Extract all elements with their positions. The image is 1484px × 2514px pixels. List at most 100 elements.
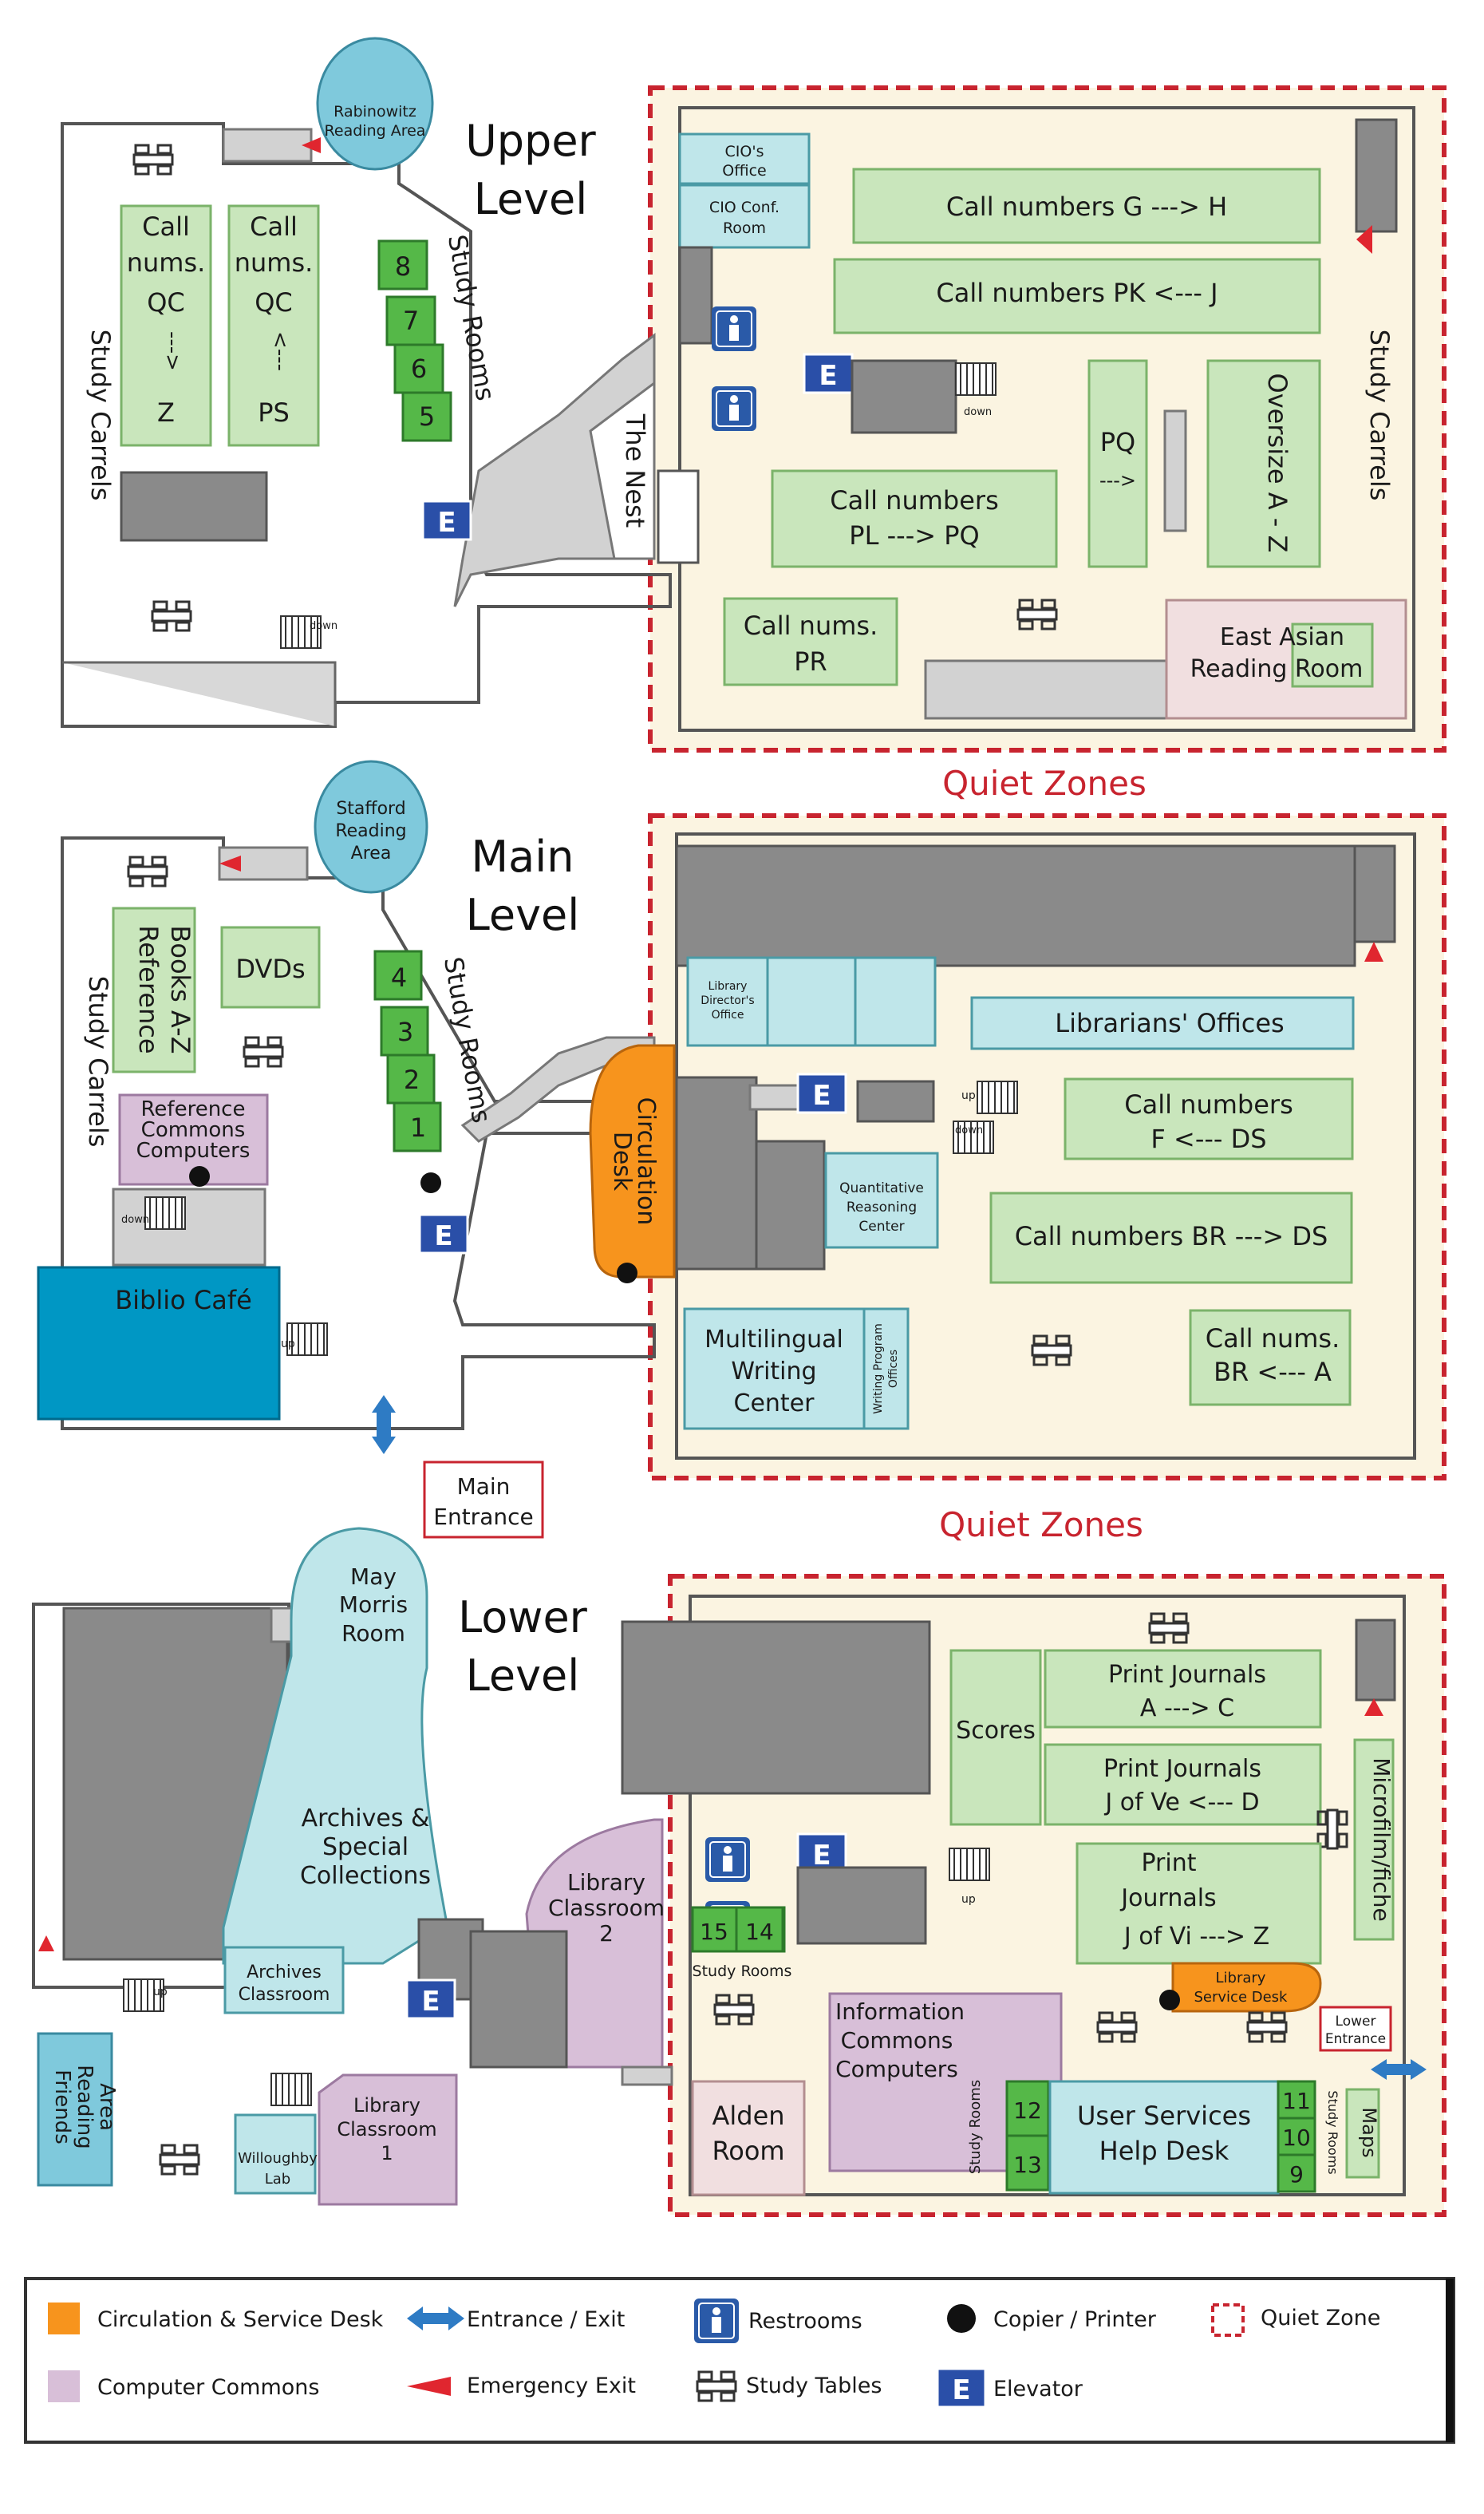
microfilm-label: Microfilm/fiche bbox=[1368, 1757, 1395, 1922]
call-pl-pq[interactable] bbox=[771, 469, 1058, 568]
study-room-14[interactable] bbox=[735, 1906, 784, 1953]
call-g-h[interactable] bbox=[852, 168, 1321, 244]
main-mid-gray-2 bbox=[755, 1140, 826, 1271]
room-11-number: 11 bbox=[1282, 2088, 1311, 2114]
lc1-2: Classroom bbox=[337, 2118, 436, 2140]
study-room-8[interactable] bbox=[377, 239, 428, 291]
pj-jd-2: J of Ve <--- D bbox=[1103, 1789, 1259, 1816]
info-commons-3: Computers bbox=[835, 2056, 958, 2082]
legend: Circulation & Service Desk Entrance / Ex… bbox=[24, 2277, 1455, 2444]
alden-room[interactable] bbox=[691, 2080, 806, 2196]
lower-connector bbox=[621, 2065, 673, 2086]
call-pk-j[interactable] bbox=[833, 258, 1321, 334]
lib-dir-3: Office bbox=[712, 1009, 744, 1022]
librarians-offices[interactable] bbox=[970, 996, 1355, 1050]
main-copier-circ-icon bbox=[617, 1263, 637, 1283]
main-down-left: down bbox=[121, 1214, 149, 1226]
study-room-9[interactable] bbox=[1277, 2153, 1316, 2193]
dvds[interactable] bbox=[220, 926, 321, 1009]
study-room-7[interactable] bbox=[385, 295, 436, 346]
call-br-ds[interactable] bbox=[989, 1192, 1353, 1284]
user-services-help-desk[interactable] bbox=[1048, 2080, 1280, 2195]
study-room-13[interactable] bbox=[1005, 2134, 1050, 2192]
call-br-a-2: BR <--- A bbox=[1214, 1357, 1332, 1387]
legend-study-tables-label: Study Tables bbox=[746, 2374, 882, 2398]
quantitative-reasoning-center[interactable] bbox=[824, 1152, 939, 1249]
east-asian-1: East Asian bbox=[1220, 623, 1344, 651]
lc2-1: Library bbox=[567, 1869, 645, 1895]
user-services-2: Help Desk bbox=[1099, 2136, 1229, 2166]
cio-conf-room[interactable] bbox=[678, 184, 811, 249]
study-room-1[interactable] bbox=[393, 1101, 442, 1152]
willoughby-2: Lab bbox=[265, 2171, 290, 2188]
study-room-12[interactable] bbox=[1005, 2080, 1050, 2137]
archives-classroom[interactable] bbox=[223, 1946, 345, 2014]
study-room-11[interactable] bbox=[1277, 2080, 1316, 2120]
upper-level-title-1: Upper bbox=[465, 116, 596, 166]
print-journals-a-c[interactable] bbox=[1044, 1649, 1322, 1729]
study-room-10[interactable] bbox=[1277, 2117, 1316, 2156]
user-services-1: User Services bbox=[1077, 2101, 1251, 2131]
study-room-3[interactable] bbox=[380, 1006, 429, 1057]
archives-3: Collections bbox=[300, 1862, 431, 1890]
legend-quiet-zone-label: Quiet Zone bbox=[1261, 2306, 1380, 2330]
rabinowitz-reading-area[interactable] bbox=[316, 37, 434, 171]
biblio-cafe[interactable] bbox=[37, 1266, 281, 1421]
library-service-desk[interactable] bbox=[1171, 1962, 1322, 2013]
legend-entrance-arrow-right bbox=[448, 2306, 464, 2330]
stafford-3: Area bbox=[351, 844, 392, 864]
biblio-cafe-label: Biblio Café bbox=[115, 1285, 252, 1315]
lower-right-wing-wall bbox=[689, 1595, 1406, 2196]
upper-level-title-2: Level bbox=[474, 174, 588, 224]
reference-books-1: Reference bbox=[133, 925, 164, 1053]
qcz-line-1: Call bbox=[142, 211, 190, 242]
upper-left-corridor bbox=[62, 661, 337, 726]
east-asian-inner bbox=[1291, 623, 1374, 688]
call-f-ds[interactable] bbox=[1064, 1077, 1354, 1160]
call-pq[interactable] bbox=[1087, 359, 1148, 568]
legend-restroom-label: Restrooms bbox=[748, 2309, 862, 2334]
arch-class-1: Archives bbox=[247, 1963, 322, 1982]
call-br-a[interactable] bbox=[1189, 1309, 1352, 1406]
archives-special-collections[interactable] bbox=[222, 1527, 448, 1965]
info-commons-2: Commons bbox=[841, 2027, 953, 2053]
circulation-desk[interactable] bbox=[589, 1044, 676, 1279]
friends-reading-area[interactable] bbox=[37, 2032, 113, 2187]
oversize[interactable] bbox=[1206, 359, 1321, 568]
rabinowitz-label-2: Reading Area bbox=[325, 122, 426, 140]
stafford-reading-area[interactable] bbox=[314, 760, 428, 894]
call-pr[interactable] bbox=[723, 597, 898, 686]
microfilm-fiche[interactable] bbox=[1353, 1738, 1395, 1941]
call-br-ds-label: Call numbers BR ---> DS bbox=[1015, 1221, 1328, 1251]
qcps-line-5: PS bbox=[258, 397, 290, 428]
upper-right-stair-top bbox=[1355, 118, 1398, 233]
cio-office-2: Office bbox=[722, 162, 766, 180]
print-journals-vi-z[interactable] bbox=[1076, 1842, 1322, 1965]
legend-right-bar bbox=[1446, 2279, 1454, 2442]
upper-call-qc-ps[interactable] bbox=[227, 204, 320, 447]
maps[interactable] bbox=[1345, 2088, 1380, 2179]
study-room-2[interactable] bbox=[386, 1053, 436, 1105]
lower-entrance-box[interactable] bbox=[1319, 2006, 1392, 2052]
legend-copier-icon bbox=[947, 2304, 976, 2333]
study-room-5[interactable] bbox=[401, 391, 452, 442]
the-nest-area bbox=[589, 381, 656, 560]
print-journals-j-d[interactable] bbox=[1044, 1743, 1322, 1826]
library-classroom-1[interactable] bbox=[318, 2073, 458, 2206]
main-right-stair bbox=[1353, 844, 1396, 943]
study-room-4[interactable] bbox=[373, 950, 423, 1001]
willoughby-lab[interactable] bbox=[234, 2113, 317, 2195]
main-entrance-box[interactable] bbox=[423, 1461, 544, 1539]
scores[interactable] bbox=[949, 1649, 1042, 1826]
upper-study-rooms-label: Study Rooms bbox=[442, 232, 501, 403]
oversize-label: Oversize A - Z bbox=[1262, 374, 1293, 553]
multilingual-writing-center[interactable] bbox=[683, 1307, 866, 1430]
cio-office[interactable] bbox=[678, 132, 811, 185]
lsd-1: Library bbox=[1216, 1970, 1266, 1986]
upper-call-qc-z[interactable] bbox=[120, 204, 212, 447]
librarians-offices-label: Librarians' Offices bbox=[1055, 1008, 1284, 1038]
writing-program-offices[interactable] bbox=[862, 1307, 910, 1430]
lower-quiet-zone-border bbox=[668, 1574, 1447, 2217]
reference-books[interactable] bbox=[112, 907, 196, 1073]
qcps-line-1: Call bbox=[250, 211, 298, 242]
